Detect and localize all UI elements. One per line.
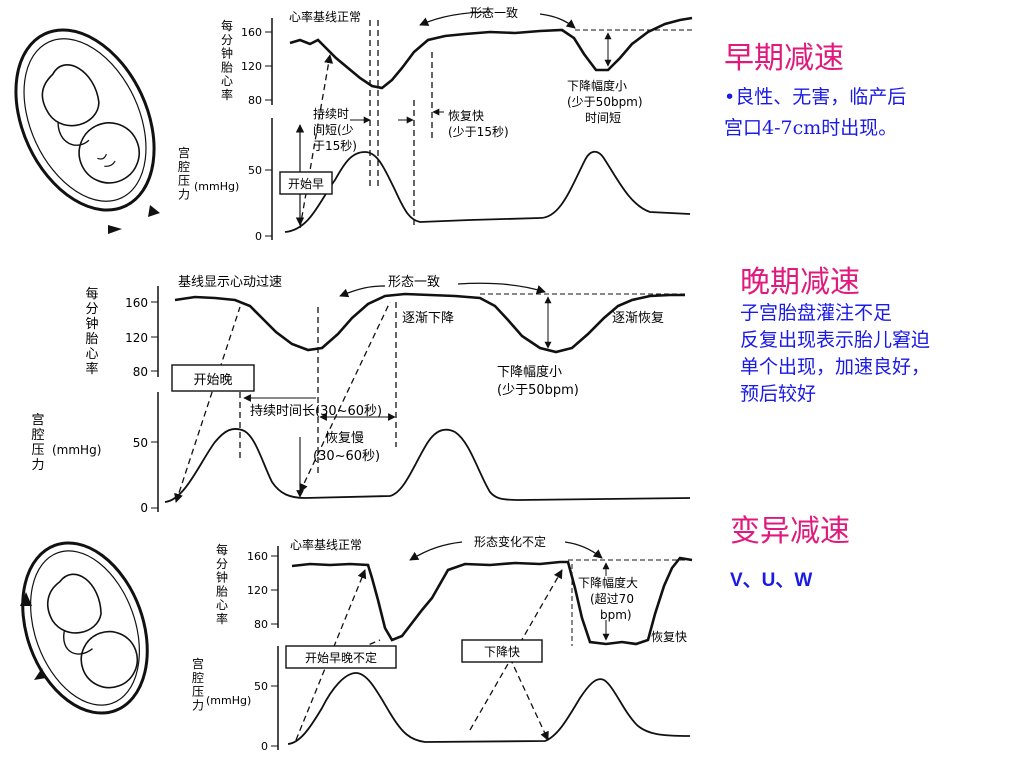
uc-tick: 0 [255, 230, 262, 243]
amplitude-label: (少于50bpm) [497, 383, 579, 398]
variable-description: 变异减速 V、U、W [730, 515, 850, 594]
svg-text:宫腔压力: 宫腔压力 [192, 656, 204, 712]
hr-tick: 120 [241, 60, 262, 73]
early-deceleration-diagram: 160 120 80 每分钟胎心率 50 0 宫腔压力 (mmHg) 心率基线正… [14, 6, 693, 243]
early-description: 早期减速 •良性、无害，临产后 宫口4-7cm时出现。 [724, 42, 906, 142]
fhr-trace [174, 292, 685, 354]
uc-tick: 0 [261, 740, 268, 753]
hr-tick: 160 [247, 550, 268, 563]
baseline-label: 基线显示心动过速 [178, 275, 282, 290]
uc-unit: (mmHg) [206, 694, 251, 707]
uc-trace [287, 672, 691, 745]
fetus-in-uterus-illustration [14, 28, 156, 212]
uc-trace [284, 150, 691, 233]
uc-axis-label: 宫腔压力 [192, 656, 204, 712]
recovery-label: (30~60秒) [313, 449, 380, 464]
shape-label: 形态变化不定 [474, 534, 546, 549]
onset-box-label: 开始晚 [193, 373, 232, 388]
amplitude-label: 下降幅度小 [567, 78, 627, 93]
late-line: 子宫胎盘灌注不足 [740, 302, 893, 324]
arrow-icon [108, 205, 160, 234]
hr-axis-label: 每分钟胎心率 [85, 286, 98, 377]
amplitude-label: 下降幅度大 [578, 575, 638, 590]
gradual-drop-label: 逐渐下降 [402, 311, 454, 326]
amplitude-label: (少于50bpm) [567, 95, 643, 109]
late-line: 单个出现，加速良好， [740, 356, 931, 378]
late-description: 晚期减速 子宫胎盘灌注不足 反复出现表示胎儿窘迫 单个出现，加速良好， 预后较好 [740, 266, 930, 408]
amplitude-label: 时间短 [585, 111, 621, 125]
gradual-recovery-label: 逐渐恢复 [612, 311, 664, 326]
svg-text:宫腔压力: 宫腔压力 [31, 413, 44, 473]
variable-line: V、U、W [730, 570, 813, 591]
baseline-label: 心率基线正常 [290, 537, 362, 552]
fetus-in-uterus-illustration [21, 541, 149, 715]
uc-tick: 50 [248, 164, 262, 177]
shape-label: 形态一致 [388, 275, 440, 290]
onset-box-label: 开始早晚不定 [305, 650, 377, 665]
svg-text:每分钟胎心率: 每分钟胎心率 [85, 286, 98, 377]
uc-axis-label: 宫腔压力 [178, 145, 190, 201]
duration-label: 持续时 [313, 106, 349, 121]
hr-tick: 160 [241, 26, 262, 39]
hr-tick: 80 [133, 365, 148, 379]
uc-unit: (mmHg) [194, 180, 239, 193]
uc-axis-label: 宫腔压力 [31, 413, 44, 473]
shape-label: 形态一致 [470, 6, 518, 20]
svg-text:宫腔压力: 宫腔压力 [178, 145, 190, 201]
uc-tick: 50 [133, 436, 148, 450]
hr-axis-label: 每分钟胎心率 [216, 542, 228, 626]
hr-tick: 80 [248, 94, 262, 107]
drop-box-label: 下降快 [484, 645, 520, 659]
svg-text:每分钟胎心率: 每分钟胎心率 [221, 18, 233, 102]
hr-tick: 80 [254, 618, 268, 631]
onset-box-label: 开始早 [288, 177, 324, 191]
uc-tick: 0 [140, 501, 148, 515]
hr-tick: 160 [125, 296, 148, 310]
amplitude-label: 下降幅度小 [497, 364, 562, 380]
duration-label: 于15秒) [313, 139, 357, 153]
amplitude-label: bpm) [600, 608, 632, 622]
duration-label: 持续时间长(30~60秒) [250, 404, 382, 419]
hr-axis-label: 每分钟胎心率 [221, 18, 233, 102]
late-line: 预后较好 [740, 383, 817, 405]
hr-tick: 120 [247, 584, 268, 597]
late-title: 晚期减速 [740, 265, 860, 300]
svg-text:每分钟胎心率: 每分钟胎心率 [216, 542, 228, 626]
recovery-label: 恢复快 [448, 109, 484, 123]
late-line: 反复出现表示胎儿窘迫 [740, 329, 931, 351]
baseline-label: 心率基线正常 [289, 9, 361, 24]
amplitude-label: (超过70 [590, 591, 634, 606]
recovery-label: (少于15秒) [448, 125, 509, 139]
fhr-trace [289, 16, 693, 90]
early-line: 宫口4-7cm时出现。 [724, 117, 898, 139]
early-title: 早期减速 [724, 41, 844, 76]
early-line: •良性、无害，临产后 [724, 86, 907, 108]
late-deceleration-diagram: 160 120 80 每分钟胎心率 50 0 宫腔压力 (mmHg) 基线显示心… [31, 275, 691, 515]
arrow-icon [20, 592, 46, 680]
uc-tick: 50 [254, 680, 268, 693]
fhr-trace [291, 556, 693, 646]
hr-tick: 120 [125, 331, 148, 345]
uc-unit: (mmHg) [52, 443, 101, 457]
variable-deceleration-diagram: 160 120 80 每分钟胎心率 50 0 宫腔压力 (mmHg) 心率基线正… [20, 534, 693, 753]
uc-trace [164, 428, 691, 503]
recovery-fast-label: 恢复快 [651, 630, 687, 644]
duration-label: 间短(少 [313, 123, 354, 137]
recovery-label: 恢复慢 [325, 430, 364, 446]
variable-title: 变异减速 [730, 514, 850, 549]
